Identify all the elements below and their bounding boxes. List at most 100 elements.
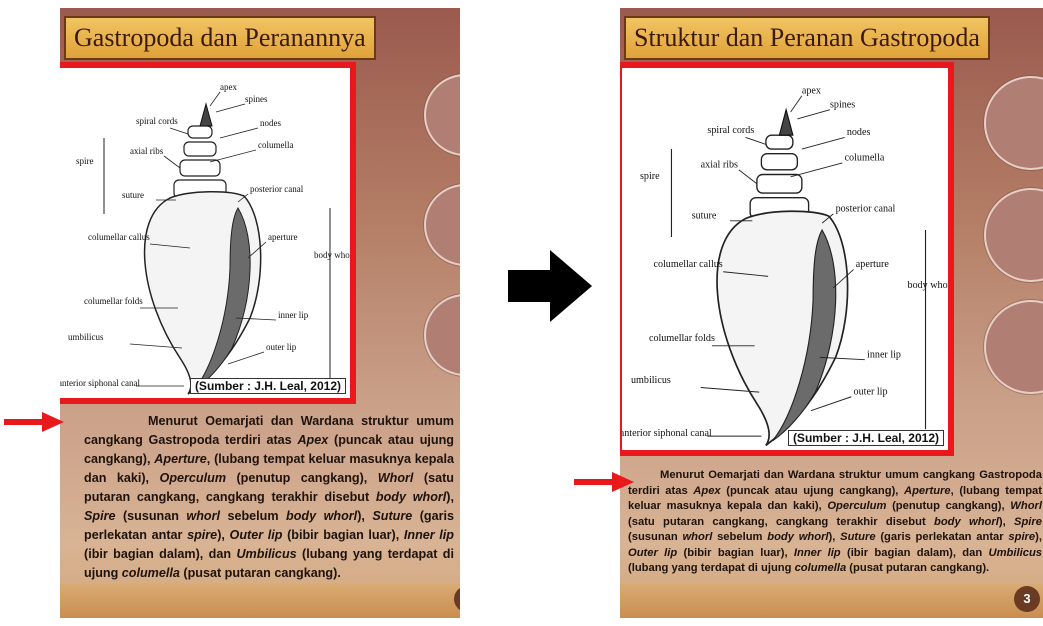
slide-page-left: Gastropoda dan Peranannya apexspinesspir…	[60, 8, 460, 618]
term-italic: Suture	[372, 509, 412, 523]
label-leader-line	[210, 92, 220, 106]
diagram-label-aperture: aperture	[856, 259, 890, 270]
source-caption: (Sumber : J.H. Leal, 2012)	[788, 430, 944, 446]
red-pointer-arrow-right	[572, 470, 636, 494]
shell-diagram-frame: apex spines spiral cords nodes columella axia…	[620, 62, 954, 456]
text-run: ),	[1035, 531, 1042, 543]
text-run: (ibir bagian dalam), dan	[841, 547, 989, 559]
slide-title: Struktur dan Peranan Gastropoda	[624, 16, 990, 60]
diagram-label-columella: columella	[258, 140, 294, 150]
diagram-label-spines: spines	[245, 94, 268, 104]
term-italic: spire	[187, 528, 217, 542]
decor-circle-1	[984, 76, 1043, 170]
spire-whorl-3	[757, 174, 802, 193]
label-leader-line	[791, 96, 802, 112]
diagram-label-outer-lip: outer lip	[266, 342, 297, 352]
diagram-label-columellar-folds: columellar folds	[649, 333, 715, 344]
transition-arrow-icon	[508, 250, 592, 322]
label-leader-line	[791, 163, 843, 177]
diagram-label-nodes: nodes	[847, 127, 871, 138]
text-run: ),	[217, 528, 229, 542]
text-run: sebelum	[712, 531, 767, 543]
diagram-label-columellar-callus: columellar callus	[88, 232, 150, 242]
slide-page-right: Struktur dan Peranan Gastropoda apex spin…	[620, 8, 1043, 618]
term-italic: body whorl	[376, 490, 446, 504]
diagram-label-anterior-siphonal-canal: anterior siphonal canal	[622, 428, 712, 439]
diagram-label-columellar-folds: columellar folds	[84, 296, 143, 306]
text-run: (pusat putaran cangkang).	[180, 566, 341, 580]
text-run: (satu putaran cangkang, cangkang terakhi…	[628, 516, 934, 528]
spire-whorl-2	[184, 142, 216, 156]
term-italic: whorl	[682, 531, 712, 543]
diagram-label-apex: apex	[220, 82, 237, 92]
diagram-label-posterior-canal: posterior canal	[836, 203, 896, 214]
diagram-label-spire: spire	[640, 171, 660, 182]
diagram-label-columella: columella	[845, 152, 885, 163]
spire-whorl-3	[180, 160, 220, 176]
description-paragraph: Menurut Oemarjati dan Wardana struktur u…	[84, 412, 454, 583]
term-italic: spire	[1008, 531, 1035, 543]
term-italic: Aperture	[904, 485, 951, 497]
decor-circle-3	[984, 300, 1043, 394]
diagram-label-inner-lip: inner lip	[278, 310, 309, 320]
term-italic: Outer lip	[628, 547, 677, 559]
text-run: ),	[999, 516, 1014, 528]
diagram-label-spiral-cords: spiral cords	[707, 125, 754, 136]
label-leader-line	[210, 150, 256, 162]
label-leader-line	[216, 104, 245, 112]
description-paragraph: Menurut Oemarjati dan Wardana struktur u…	[628, 468, 1042, 577]
term-italic: Aperture	[154, 452, 206, 466]
label-leader-line	[802, 137, 845, 149]
diagram-label-body-whorl: body whorl	[314, 250, 350, 260]
term-italic: body whorl	[286, 509, 357, 523]
shell-diagram: apex spines spiral cords nodes columella axia…	[622, 68, 948, 450]
diagram-label-nodes: nodes	[260, 118, 281, 128]
diagram-label-outer-lip: outer lip	[854, 386, 888, 397]
decor-circle-2	[424, 184, 460, 266]
red-pointer-arrow-left	[2, 410, 66, 434]
diagram-label-suture: suture	[122, 190, 144, 200]
text-run: (pusat putaran cangkang).	[846, 562, 989, 574]
diagram-label-spire: spire	[76, 156, 94, 166]
diagram-label-inner-lip: inner lip	[867, 349, 901, 360]
term-italic: Inner lip	[404, 528, 454, 542]
shell-diagram: apexspinesspiral cordsnodescolumellaaxia…	[60, 68, 350, 398]
text-run: (susunan	[628, 531, 682, 543]
text-run: ),	[829, 531, 841, 543]
term-italic: Whorl	[1010, 500, 1042, 512]
diagram-label-suture: suture	[692, 210, 717, 221]
apex-tip	[779, 110, 792, 135]
source-caption: (Sumber : J.H. Leal, 2012)	[190, 378, 346, 394]
label-leader-line	[220, 128, 258, 138]
text-run: ),	[357, 509, 372, 523]
term-italic: Suture	[840, 531, 875, 543]
footer-bar	[60, 584, 460, 618]
term-italic: Apex	[297, 433, 328, 447]
text-run: (lubang yang terdapat di ujung	[628, 562, 795, 574]
text-run: (bibir bagian luar),	[677, 547, 794, 559]
diagram-label-spines: spines	[830, 99, 855, 110]
text-run: sebelum	[220, 509, 286, 523]
label-leader-line	[746, 137, 766, 144]
diagram-label-body-whorl: body whorl	[908, 280, 948, 291]
diagram-label-apex: apex	[802, 85, 821, 96]
decor-circle-3	[424, 294, 460, 376]
term-italic: Apex	[693, 485, 720, 497]
label-leader-line	[228, 352, 264, 364]
term-italic: Spire	[84, 509, 116, 523]
label-leader-line	[164, 156, 180, 168]
page-number-badge: 3	[1014, 586, 1040, 612]
term-italic: Umbilicus	[236, 547, 296, 561]
text-run: (puncak atau ujung cangkang),	[721, 485, 904, 497]
term-italic: body whorl	[934, 516, 999, 528]
label-leader-line	[811, 397, 851, 411]
decor-circle-2	[984, 188, 1043, 282]
term-italic: Whorl	[378, 471, 414, 485]
label-leader-line	[739, 170, 757, 184]
term-italic: columella	[122, 566, 180, 580]
diagram-label-axial-ribs: axial ribs	[701, 159, 738, 170]
term-italic: Spire	[1014, 516, 1042, 528]
footer-bar	[620, 584, 1043, 618]
term-italic: body whorl	[767, 531, 828, 543]
